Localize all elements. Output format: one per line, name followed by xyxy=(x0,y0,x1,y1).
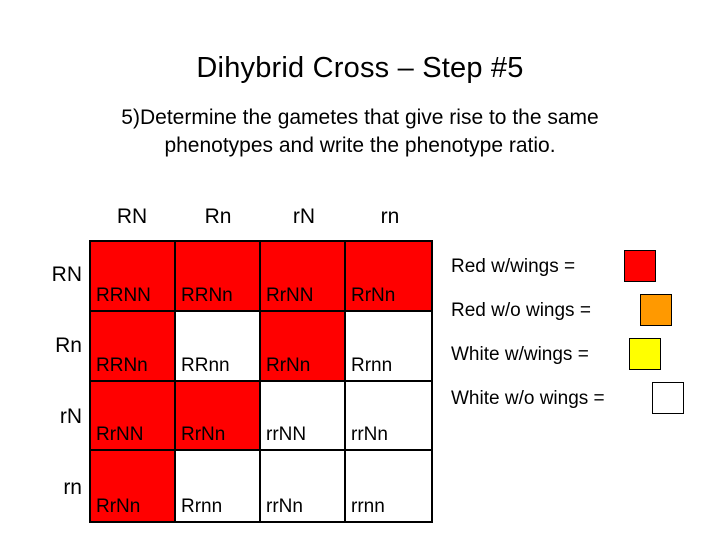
punnett-cell-genotype: RrNn xyxy=(96,496,141,517)
instruction-line-2: phenotypes and write the phenotype ratio… xyxy=(164,134,556,157)
punnett-cell[interactable]: rrNn xyxy=(261,451,346,521)
punnett-column-header-3: rN xyxy=(292,205,316,228)
punnett-cell[interactable]: rrNn xyxy=(346,381,431,452)
punnett-cell[interactable]: rrnn xyxy=(346,451,431,521)
punnett-cell-genotype: RrNn xyxy=(266,354,311,376)
instruction-text: 5)Determine the gametes that give rise t… xyxy=(28,104,692,160)
legend-color-swatch xyxy=(624,250,656,282)
punnett-cell-genotype: rrnn xyxy=(351,496,385,517)
punnett-cell-genotype: Rrnn xyxy=(351,354,393,376)
punnett-cell[interactable]: rrNN xyxy=(261,381,346,452)
legend-color-swatch xyxy=(640,294,672,326)
punnett-cell[interactable]: RrNn xyxy=(261,311,346,382)
punnett-cell[interactable]: RRNN xyxy=(91,242,176,312)
punnett-cell-genotype: RRNN xyxy=(96,284,151,306)
punnett-cell-genotype: rrNN xyxy=(266,424,307,446)
punnett-cell[interactable]: RrNn xyxy=(91,451,176,521)
punnett-cell-genotype: rrNn xyxy=(266,496,303,517)
punnett-cell[interactable]: Rrnn xyxy=(346,311,431,382)
punnett-cell-genotype: RRNn xyxy=(181,284,233,306)
punnett-cell-genotype: rrNn xyxy=(351,424,388,446)
punnett-column-header-4: rn xyxy=(380,205,400,228)
legend-color-swatch xyxy=(629,338,661,370)
punnett-cell[interactable]: RrNn xyxy=(346,242,431,312)
legend-item-label: Red w/o wings = xyxy=(451,300,591,321)
punnett-cell-genotype: RRNn xyxy=(96,354,148,376)
punnett-cell[interactable]: RrNn xyxy=(176,381,261,452)
page-title: Dihybrid Cross – Step #5 xyxy=(196,52,524,84)
punnett-row-header-4: rn xyxy=(63,476,82,499)
punnett-cell-genotype: Rrnn xyxy=(181,496,223,517)
legend-item-label: Red w/wings = xyxy=(451,256,576,277)
punnett-cell[interactable]: Rrnn xyxy=(176,451,261,521)
punnett-column-header-2: Rn xyxy=(204,205,232,228)
punnett-cell[interactable]: RrNN xyxy=(91,381,176,452)
phenotype-legend: Red w/wings = Red w/o wings = White w/wing… xyxy=(451,250,711,430)
punnett-row-header-2: Rn xyxy=(55,334,82,357)
punnett-cell-genotype: RrNN xyxy=(266,284,314,306)
punnett-column-header-1: RN xyxy=(116,205,148,228)
punnett-cell-genotype: RRnn xyxy=(181,354,230,376)
legend-item-label: White w/wings = xyxy=(451,344,589,365)
punnett-row-header-1: RN xyxy=(51,263,82,286)
punnett-cell-genotype: RrNN xyxy=(96,424,144,446)
punnett-cell[interactable]: RRnn xyxy=(176,311,261,382)
punnett-cell[interactable]: RRNn xyxy=(176,242,261,312)
instruction-line-1: 5)Determine the gametes that give rise t… xyxy=(121,106,599,129)
punnett-cell[interactable]: RRNn xyxy=(91,311,176,382)
punnett-cell-genotype: RrNn xyxy=(351,284,396,306)
punnett-cell[interactable]: RrNN xyxy=(261,242,346,312)
punnett-cell-genotype: RrNn xyxy=(181,424,226,446)
legend-color-swatch xyxy=(652,382,684,414)
punnett-row-header-3: rN xyxy=(59,405,82,428)
legend-item-label: White w/o wings = xyxy=(451,388,605,409)
